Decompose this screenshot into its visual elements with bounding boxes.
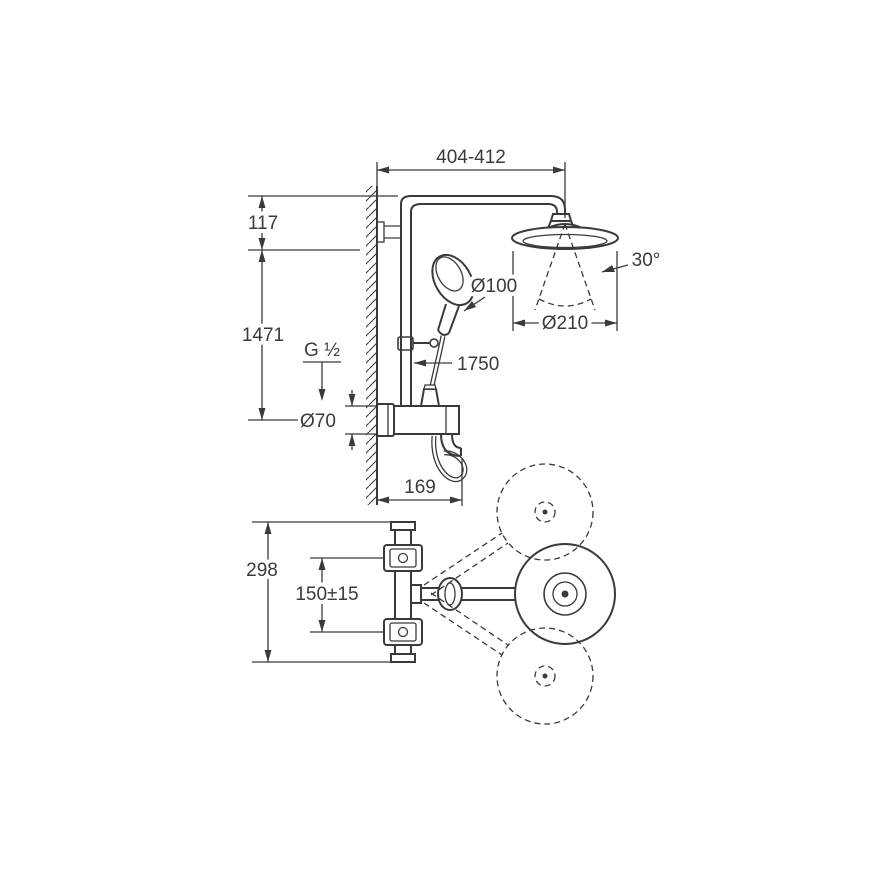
supply-union-bottom	[383, 618, 423, 646]
center-mark	[542, 509, 548, 515]
dim-connection-spacing: 150±15	[295, 584, 358, 605]
dim-top-width: 404-412	[436, 147, 506, 168]
tub-spout	[440, 433, 462, 457]
thermostat-plan-view	[383, 521, 616, 663]
dim-hand-shower-diameter: Ø100	[471, 276, 517, 297]
hand-shower	[431, 253, 475, 336]
dim-body-width: 298	[246, 560, 278, 581]
dim-install-height: 1750	[457, 354, 499, 375]
dim-escutcheon-diameter: Ø70	[300, 411, 336, 432]
supply-union-top	[383, 544, 423, 572]
dimension-arrows	[258, 166, 617, 662]
head-shower-plan	[514, 543, 616, 645]
tilt-line-right	[564, 223, 596, 311]
shower-column-outline	[376, 195, 619, 407]
tilt-line-left	[534, 223, 566, 311]
arm-pivot	[410, 584, 422, 604]
wall-section	[366, 186, 378, 505]
bath-mixer-outline	[376, 384, 462, 457]
center-mark	[542, 673, 548, 679]
dimension-labels: 404-412 117 1471 G ½ Ø100 30° Ø210 1750 …	[238, 147, 661, 609]
dim-thread-size: G ½	[304, 340, 340, 361]
dim-head-offset: 117	[248, 213, 278, 234]
dim-spout-projection: 169	[404, 477, 436, 498]
diverter-knob	[419, 388, 441, 407]
dim-head-shower-diameter: Ø210	[542, 313, 588, 334]
dim-bar-height: 1471	[242, 325, 284, 346]
swivel-range-dashed	[423, 223, 596, 725]
dim-head-tilt-angle: 30°	[632, 250, 661, 271]
